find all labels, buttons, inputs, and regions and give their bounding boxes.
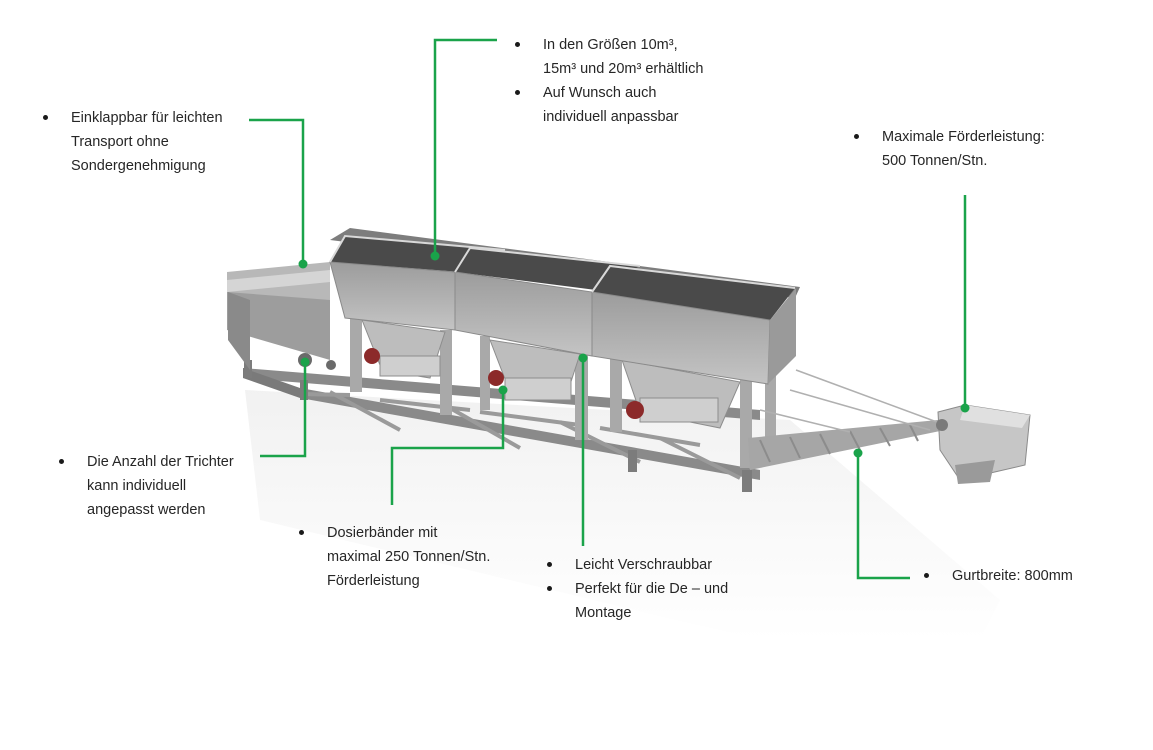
callout-max-capacity: Maximale Förderleistung: 500 Tonnen/Stn. [854,125,1045,173]
callout-text: Maximale Förderleistung: 500 Tonnen/Stn. [854,125,1045,173]
dosing-plant-machine [227,228,1031,492]
leader-line-foldable [249,118,305,264]
callout-hopper-count: Die Anzahl der Trichter kann individuell… [59,450,234,522]
callout-text: Perfekt für die De – und Montage [547,577,728,625]
leader-lines [249,38,967,580]
callout-text: Gurtbreite: 800mm [924,564,1073,588]
leader-line-hopper-count [260,362,307,458]
callout-belt-width: Gurtbreite: 800mm [924,564,1073,588]
callout-text: Einklappbar für leichten Transport ohne … [43,106,223,178]
callout-dosing-belts: Dosierbänder mit maximal 250 Tonnen/Stn.… [299,521,490,593]
callout-foldable: Einklappbar für leichten Transport ohne … [43,106,223,178]
leader-line-dosing-belts [390,390,505,505]
callout-text: Dosierbänder mit maximal 250 Tonnen/Stn.… [299,521,490,593]
callout-text: In den Größen 10m³, 15m³ und 20m³ erhält… [515,33,703,81]
callout-assembly: Leicht Verschraubbar Perfekt für die De … [547,553,728,625]
callout-text: Auf Wunsch auch individuell anpassbar [515,81,703,129]
leader-dots [298,251,970,458]
callout-text: Die Anzahl der Trichter kann individuell… [59,450,234,522]
callout-text: Leicht Verschraubbar [547,553,728,577]
leader-line-hopper-sizes [433,38,497,256]
leader-line-belt-width [856,453,910,580]
callout-hopper-sizes: In den Größen 10m³, 15m³ und 20m³ erhält… [515,33,703,129]
